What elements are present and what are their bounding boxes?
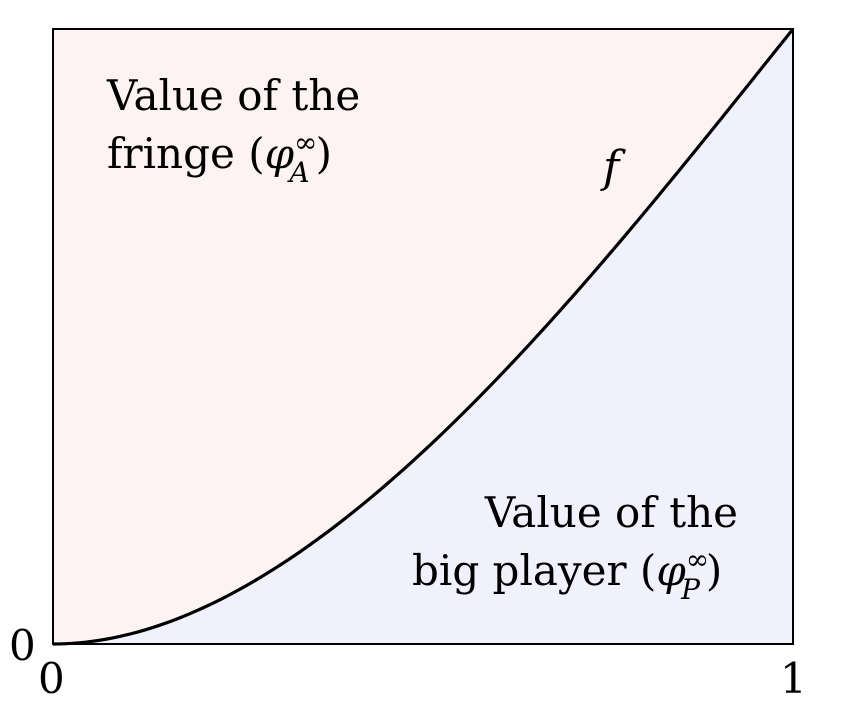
x-axis-max-label: 1 bbox=[780, 654, 807, 702]
fringe-label-line2: fringe (φ∞A) bbox=[107, 126, 332, 189]
fringe-phi-subscript: A bbox=[286, 156, 309, 189]
big-player-label-line1: Value of the bbox=[484, 488, 738, 537]
big-player-phi-subscript: P bbox=[680, 573, 701, 606]
big-player-label-close: ) bbox=[706, 546, 722, 595]
big-player-phi-symbol: φ bbox=[656, 546, 686, 595]
big-player-phi-superscript: ∞ bbox=[686, 543, 709, 576]
big-player-value-region bbox=[53, 29, 793, 644]
x-axis-min-label: 0 bbox=[38, 654, 65, 702]
fringe-label-line1: Value of the bbox=[106, 71, 360, 120]
plot-frame bbox=[52, 28, 794, 645]
fringe-label-open: fringe ( bbox=[107, 129, 265, 178]
fringe-phi-superscript: ∞ bbox=[294, 126, 317, 159]
fringe-phi-symbol: φ bbox=[265, 129, 295, 178]
curve-f bbox=[52, 27, 795, 646]
big-player-label-open: big player ( bbox=[412, 546, 656, 595]
big-player-label-line2: big player (φ∞P) bbox=[412, 543, 722, 606]
fringe-label-close: ) bbox=[316, 129, 332, 178]
y-axis-min-label: 0 bbox=[9, 621, 36, 670]
